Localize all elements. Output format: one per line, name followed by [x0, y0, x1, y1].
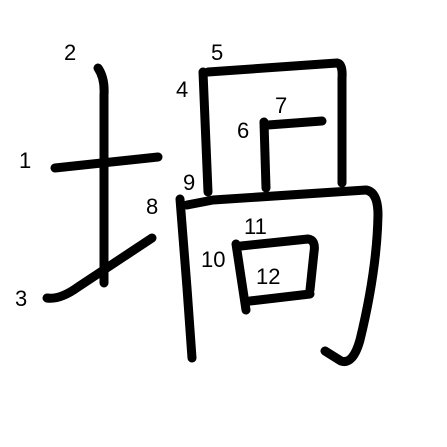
stroke-label-9: 9 — [183, 170, 195, 195]
stroke-label-12: 12 — [256, 264, 280, 289]
stroke-label-4: 4 — [176, 77, 188, 102]
stroke-12 — [245, 289, 315, 306]
stroke-label-8: 8 — [146, 194, 158, 219]
stroke-label-5: 5 — [211, 40, 223, 65]
stroke-4 — [198, 67, 213, 197]
stroke-label-3: 3 — [15, 286, 27, 311]
stroke-8 — [175, 194, 197, 363]
stroke-7 — [263, 116, 327, 130]
stroke-6 — [259, 117, 271, 193]
stroke-5 — [203, 58, 347, 188]
stroke-label-2: 2 — [64, 40, 76, 65]
stroke-label-1: 1 — [19, 148, 31, 173]
stroke-label-10: 10 — [201, 247, 225, 272]
stroke-3 — [42, 233, 157, 303]
stroke-label-7: 7 — [275, 93, 287, 118]
stroke-11 — [236, 234, 319, 295]
stroke-label-6: 6 — [237, 118, 249, 143]
stroke-2 — [93, 63, 109, 288]
stroke-label-11: 11 — [244, 214, 267, 239]
stroke-9 — [182, 185, 383, 367]
stroke-10 — [231, 239, 251, 315]
